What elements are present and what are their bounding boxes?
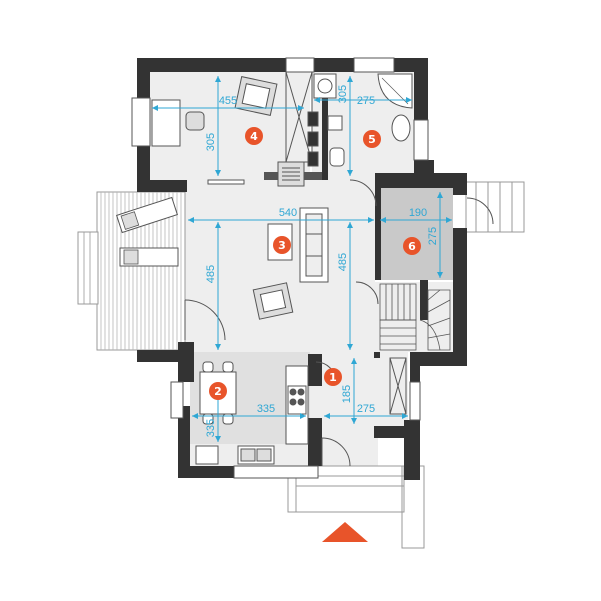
dimension-lines [152,76,452,442]
dim-bath-depth: 305 [337,85,349,103]
entrance-arrow-icon [322,522,368,542]
svg-text:4: 4 [250,130,258,143]
sink [391,114,411,142]
dim-hall-width: 275 [357,403,375,415]
office-furniture [151,76,278,147]
entrance-steps [287,465,425,549]
floor-entry [318,430,378,466]
sun-lounger [116,196,178,234]
dim-office-width: 455 [219,95,237,107]
dim-utility-width: 190 [409,207,427,219]
hall-closet [389,357,407,415]
dim-hall-depth: 185 [341,385,353,403]
toilet [329,147,345,167]
dim-utility-depth: 275 [427,227,439,245]
kitchen-furniture [195,361,309,465]
dim-living-depth-right: 485 [337,253,349,271]
dim-kitchen-width: 335 [257,403,275,415]
windows [131,57,429,479]
terrace [77,191,186,362]
floor-living [185,180,375,352]
dimension-arrowheads [152,76,452,442]
dim-kitchen-depth: 335 [205,419,217,437]
dim-bath-width: 275 [357,95,375,107]
office-chair [185,111,205,131]
svg-text:6: 6 [408,240,416,253]
room-markers: 1 2 3 4 5 6 [209,127,421,400]
fireplace [277,161,305,187]
sun-lounger [119,247,179,267]
room-marker-6: 6 [403,237,421,255]
bathroom-fixtures [307,73,413,167]
svg-text:1: 1 [329,371,337,384]
dimension-labels: 455 305 275 305 540 485 485 190 275 335 … [205,85,439,437]
dim-office-depth: 305 [205,133,217,151]
room-marker-2: 2 [209,382,227,400]
dim-living-depth-left: 485 [205,265,217,283]
room-marker-3: 3 [273,236,291,254]
room-marker-1: 1 [324,368,342,386]
terrace-pad [137,350,181,362]
svg-text:3: 3 [278,239,286,252]
svg-text:2: 2 [214,385,222,398]
dim-living-width: 540 [279,207,297,219]
room-marker-4: 4 [245,127,263,145]
svg-text:5: 5 [368,133,376,146]
floor-utility [375,188,453,280]
side-steps [465,181,525,233]
room-marker-5: 5 [363,130,381,148]
staircase [379,283,451,351]
